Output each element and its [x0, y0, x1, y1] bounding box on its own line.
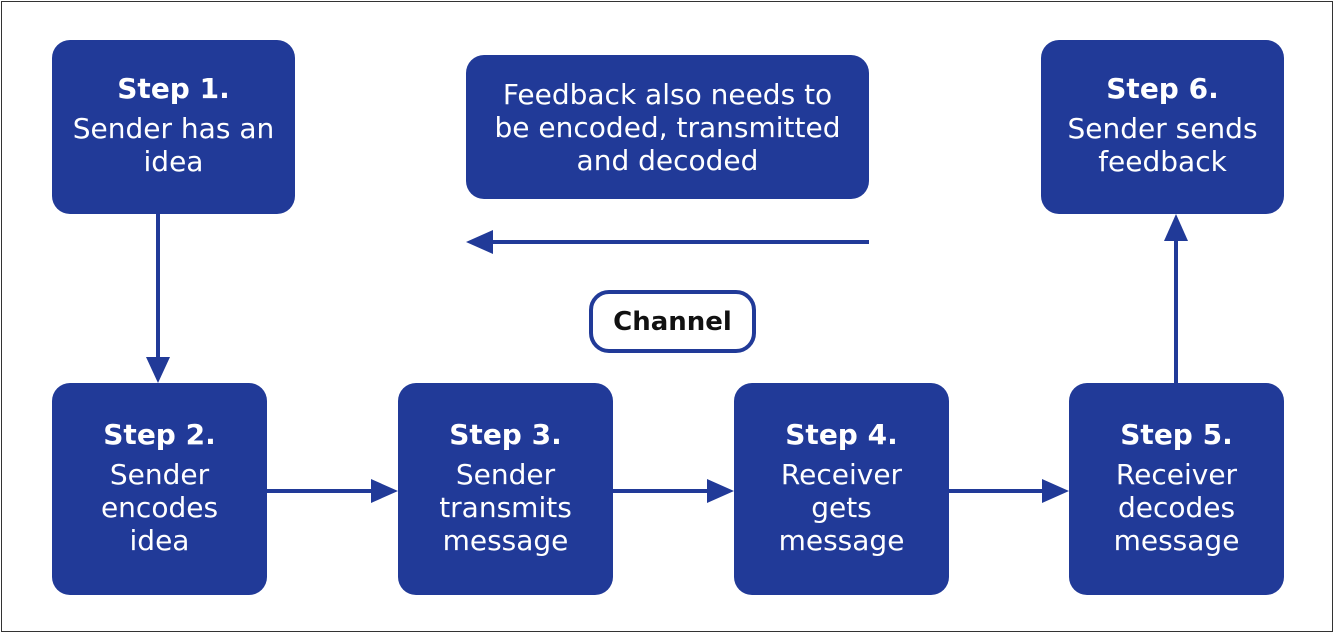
step-5-box: Step 5. Receiver decodes message — [1069, 383, 1284, 595]
arrowhead-step5-to-step6 — [1164, 214, 1188, 241]
step-1-box: Step 1. Sender has an idea — [52, 40, 295, 214]
feedback-note-text: Feedback also needs to be encoded, trans… — [494, 77, 841, 177]
step-5-description: Receiver decodes message — [1113, 458, 1240, 557]
step-4-title: Step 4. — [785, 418, 898, 451]
feedback-note-box: Feedback also needs to be encoded, trans… — [466, 55, 869, 199]
arrowhead-step1-to-step2 — [146, 357, 170, 383]
step-3-box: Step 3. Sender transmits message — [398, 383, 613, 595]
step-1-title: Step 1. — [117, 72, 230, 105]
arrowhead-step3-to-step4 — [707, 479, 734, 503]
step-6-title: Step 6. — [1106, 72, 1219, 105]
step-6-box: Step 6. Sender sends feedback — [1041, 40, 1284, 214]
step-1-description: Sender has an idea — [72, 112, 275, 178]
arrowhead-step4-to-step5 — [1042, 479, 1069, 503]
step-5-title: Step 5. — [1120, 418, 1233, 451]
step-6-description: Sender sends feedback — [1067, 112, 1258, 178]
step-4-description: Receiver gets message — [778, 458, 905, 557]
step-3-title: Step 3. — [449, 418, 562, 451]
step-2-box: Step 2. Sender encodes idea — [52, 383, 267, 595]
arrowhead-feedback — [466, 230, 493, 254]
step-2-description: Sender encodes idea — [100, 458, 219, 557]
channel-label: Channel — [589, 290, 756, 353]
step-3-description: Sender transmits message — [439, 458, 572, 557]
arrowhead-step2-to-step3 — [371, 479, 398, 503]
step-4-box: Step 4. Receiver gets message — [734, 383, 949, 595]
step-2-title: Step 2. — [103, 418, 216, 451]
